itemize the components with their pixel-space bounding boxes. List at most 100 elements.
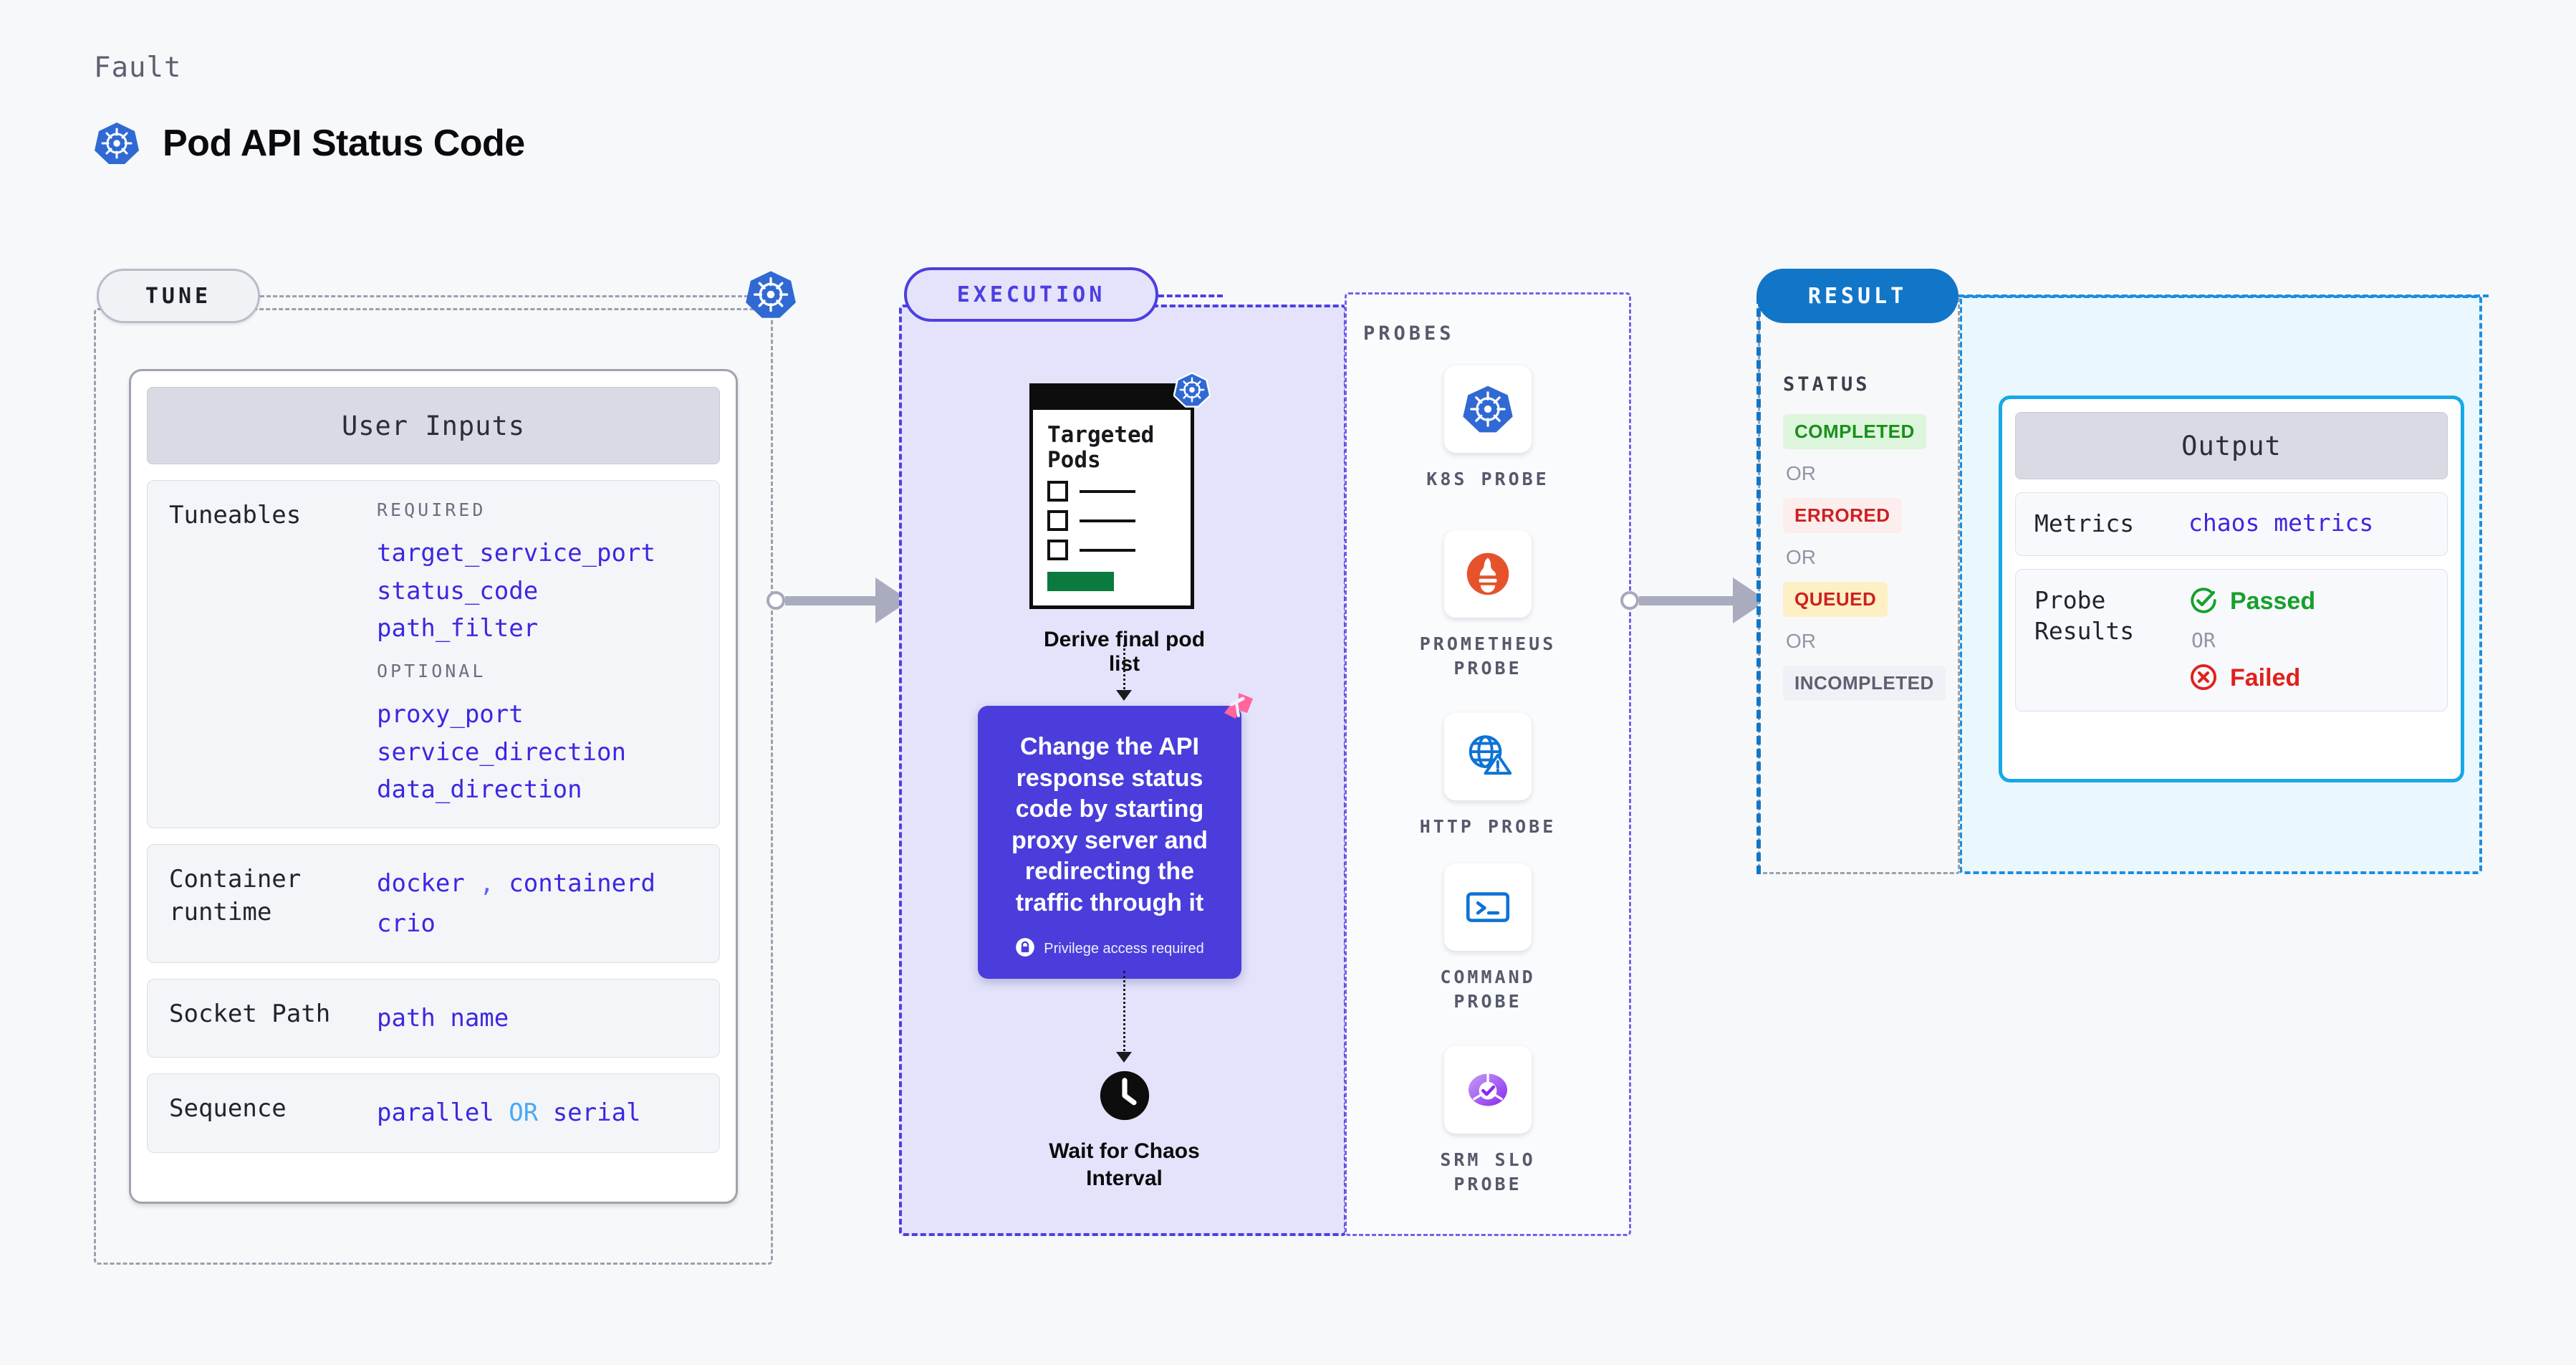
checkbox-icon[interactable] <box>1047 510 1068 532</box>
connector-start-dot <box>1620 591 1639 610</box>
probe-command-label-1: COMMAND <box>1440 967 1536 987</box>
runtime-containerd[interactable]: containerd <box>509 869 655 899</box>
metrics-value[interactable]: chaos metrics <box>2188 509 2374 537</box>
sequence-label: Sequence <box>169 1094 287 1124</box>
status-list: COMPLETED OR ERRORED OR QUEUED OR INCOMP… <box>1783 414 1948 701</box>
pod-list-item <box>1047 540 1176 561</box>
kubernetes-icon <box>1444 365 1532 453</box>
optional-heading: OPTIONAL <box>377 661 486 682</box>
probe-results-row: Probe Results Passed OR <box>2015 568 2448 712</box>
tuneable-status-code[interactable]: status_code <box>377 576 539 605</box>
status-or-3: OR <box>1786 630 1816 652</box>
tuneable-service-direction[interactable]: service_direction <box>377 737 626 767</box>
runtime-docker[interactable]: docker <box>377 869 465 899</box>
action-card: Change the API response status code by s… <box>978 693 1253 980</box>
connector-start-dot <box>766 591 785 610</box>
terminal-icon <box>1444 863 1532 951</box>
kubernetes-icon <box>1173 371 1211 411</box>
list-line <box>1080 548 1135 552</box>
card-title-bar <box>1033 387 1191 410</box>
sequence-row: Sequence parallel OR serial <box>147 1073 720 1153</box>
kubernetes-icon <box>94 120 140 166</box>
sequence-or: OR <box>509 1098 539 1128</box>
flow-arrowhead-2 <box>1116 1052 1132 1063</box>
connector-bar <box>1639 595 1734 605</box>
tuneable-target-service-port[interactable]: target_service_port <box>377 539 655 567</box>
probe-results-label-1: Probe <box>2034 585 2106 614</box>
flow-arrowhead-1 <box>1116 690 1132 701</box>
connector-execution-to-result <box>1620 578 1767 623</box>
pod-list-item <box>1047 510 1176 532</box>
targeted-pods-step: Targeted Pods Derive final pod list <box>1029 372 1219 676</box>
execution-connector-line <box>1158 294 1223 297</box>
result-badge[interactable]: RESULT <box>1756 269 1959 323</box>
harness-logo-icon <box>1217 689 1257 732</box>
status-or-2: OR <box>1786 546 1816 568</box>
tuneables-label: Tuneables <box>169 501 302 530</box>
probes-title: PROBES <box>1363 322 1455 345</box>
probe-k8s-label: K8S PROBE <box>1426 469 1549 489</box>
page-title: Pod API Status Code <box>163 123 525 164</box>
tuneables-row: Tuneables REQUIRED target_service_port s… <box>147 480 720 829</box>
privilege-note-label: Privilege access required <box>1044 940 1204 957</box>
tuneable-proxy-port[interactable]: proxy_port <box>377 700 524 729</box>
checkbox-icon[interactable] <box>1047 481 1068 502</box>
flow-connector-2 <box>1123 971 1125 1055</box>
targeted-pods-title-line2: Pods <box>1047 446 1101 473</box>
probe-http-label: HTTP PROBE <box>1419 816 1557 837</box>
metrics-row: Metrics chaos metrics <box>2015 492 2448 556</box>
list-line <box>1080 519 1135 522</box>
probe-srm-label-2: PROBE <box>1453 1173 1522 1194</box>
probe-result-failed: Failed <box>2188 662 2428 695</box>
user-inputs-title: User Inputs <box>147 387 720 464</box>
connector-bar <box>785 595 877 605</box>
srm-slo-check-icon <box>1444 1046 1532 1134</box>
pod-list-item <box>1047 481 1176 502</box>
list-line <box>1080 489 1135 493</box>
status-badge-incompleted: INCOMPLETED <box>1783 666 1946 701</box>
wait-step: Wait for Chaos Interval <box>1029 1068 1219 1193</box>
probe-prometheus-label-1: PROMETHEUS <box>1419 633 1557 654</box>
tune-badge[interactable]: TUNE <box>97 269 260 323</box>
probe-result-or: OR <box>2191 628 2216 652</box>
check-circle-icon <box>2188 585 2219 618</box>
tune-panel <box>94 308 773 1265</box>
probe-result-passed: Passed <box>2188 585 2428 618</box>
probe-srm-label-1: SRM SLO <box>1440 1149 1536 1170</box>
failed-label: Failed <box>2230 664 2301 692</box>
tuneable-path-filter[interactable]: path_filter <box>377 614 539 643</box>
status-badge-errored: ERRORED <box>1783 498 1902 533</box>
page-header: Pod API Status Code <box>94 120 525 166</box>
result-panel-left-edge <box>1756 295 1761 874</box>
container-runtime-label: Container runtime <box>169 865 302 927</box>
x-circle-icon <box>2188 662 2219 695</box>
status-badge-completed: COMPLETED <box>1783 414 1926 449</box>
metrics-label: Metrics <box>2034 509 2135 537</box>
sequence-serial[interactable]: serial <box>552 1098 641 1128</box>
execution-badge[interactable]: EXECUTION <box>904 267 1158 322</box>
page-eyebrow: Fault <box>94 52 182 84</box>
sequence-parallel[interactable]: parallel <box>377 1098 494 1128</box>
probe-srm-slo[interactable]: SRM SLO PROBE <box>1395 1046 1581 1197</box>
tuneable-data-direction[interactable]: data_direction <box>377 775 582 805</box>
lock-icon <box>1015 937 1035 960</box>
output-title: Output <box>2015 412 2448 479</box>
checkbox-icon[interactable] <box>1047 540 1068 561</box>
container-runtime-row: Container runtime docker , containerd cr… <box>147 844 720 964</box>
runtime-separator: , <box>479 869 494 899</box>
result-connector-line <box>1959 294 2489 297</box>
http-globe-warning-icon <box>1444 713 1532 800</box>
probe-command[interactable]: COMMAND PROBE <box>1395 863 1581 1014</box>
probe-k8s[interactable]: K8S PROBE <box>1395 365 1581 492</box>
socket-path-value[interactable]: path name <box>377 1004 509 1033</box>
probe-prometheus-label-2: PROBE <box>1453 657 1522 679</box>
action-card-text: Change the API response status code by s… <box>1011 733 1208 916</box>
connector-tune-to-execution <box>766 578 910 623</box>
runtime-crio[interactable]: crio <box>377 909 436 939</box>
probe-prometheus[interactable]: PROMETHEUS PROBE <box>1395 530 1581 681</box>
status-title: STATUS <box>1783 373 1870 396</box>
output-card: Output Metrics chaos metrics Probe Resul… <box>1999 396 2464 782</box>
probe-http[interactable]: HTTP PROBE <box>1395 713 1581 839</box>
status-badge-queued: QUEUED <box>1783 582 1888 617</box>
